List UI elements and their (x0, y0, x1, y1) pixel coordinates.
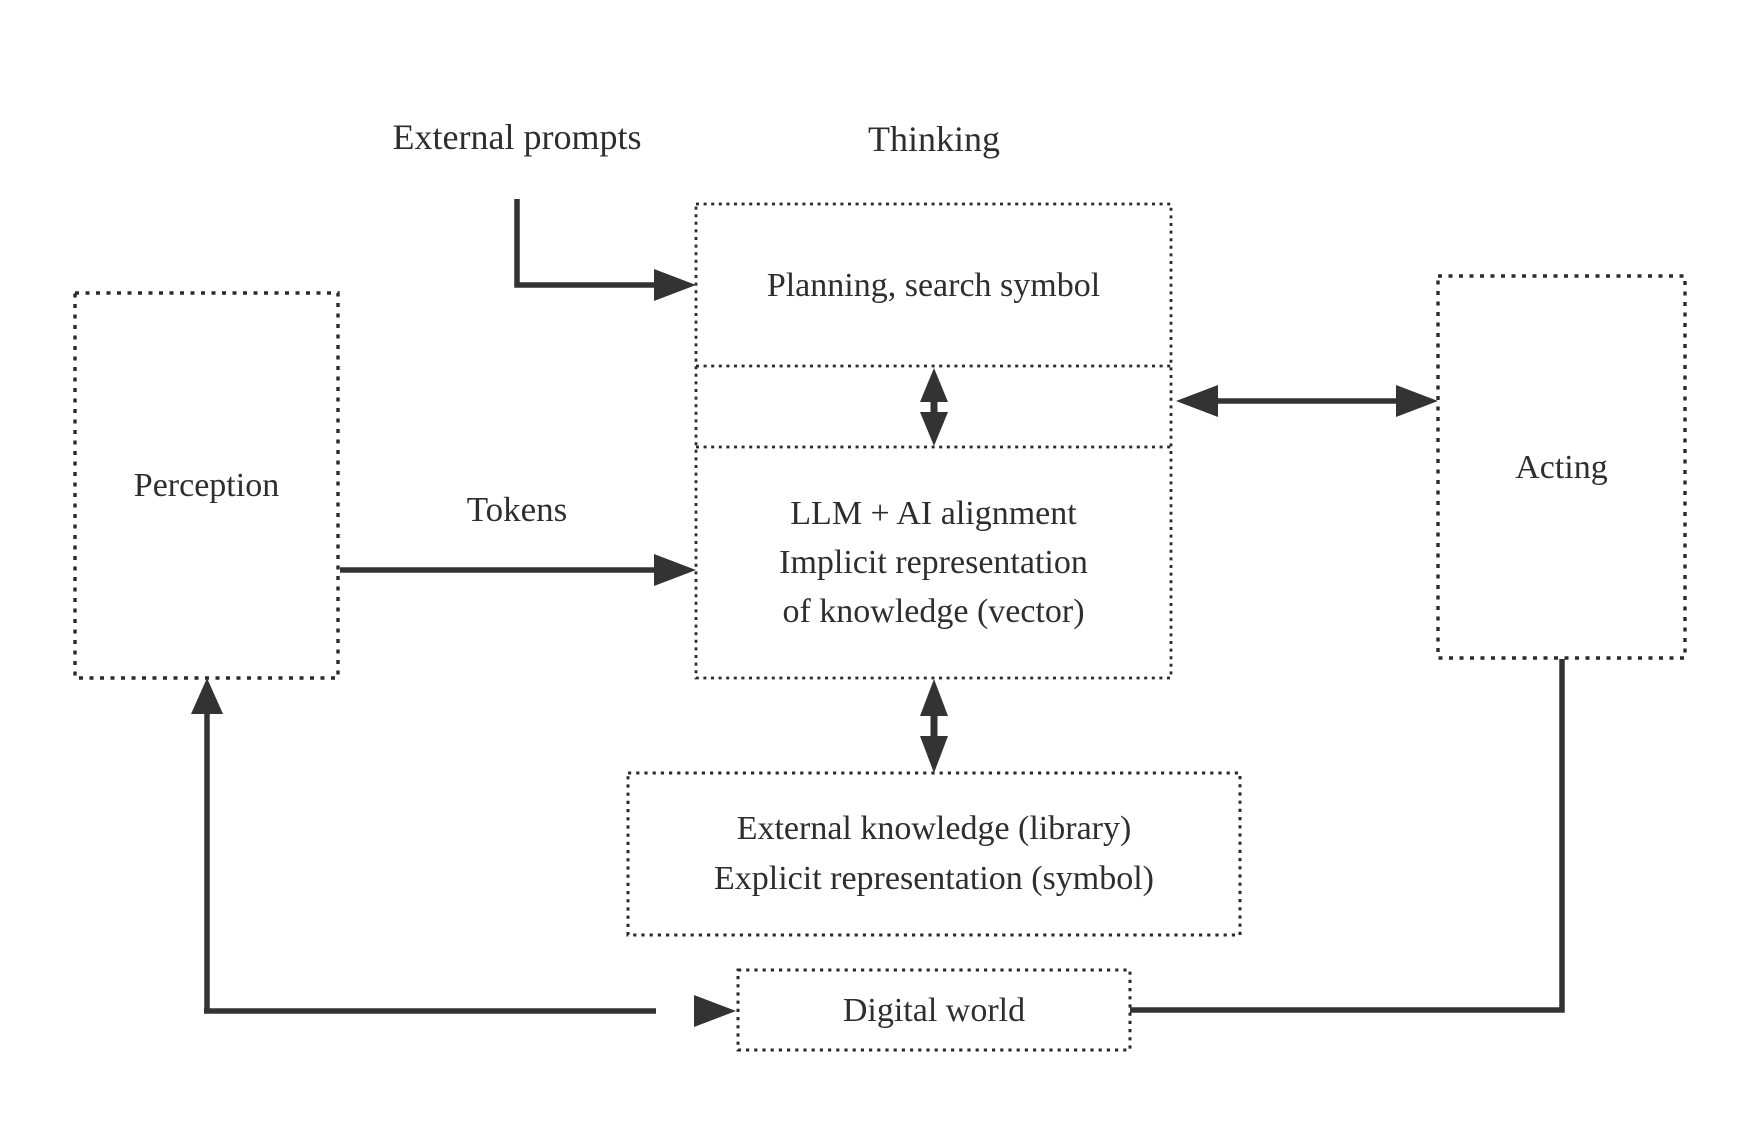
llm-label-line1: LLM + AI alignment (790, 495, 1077, 532)
arrowhead-right-icon (694, 995, 736, 1027)
digital-world-label: Digital world (842, 991, 1026, 1029)
llm-knowledge-double-arrow (920, 679, 948, 773)
perception-node: Perception (75, 293, 338, 678)
arrowhead-down-icon (920, 736, 948, 773)
planning-label: Planning, search symbol (766, 266, 1101, 304)
llm-node: LLM + AI alignment Implicit representati… (696, 447, 1171, 678)
arrowhead-up-icon (920, 368, 948, 402)
arrowhead-up-icon (920, 679, 948, 716)
digital-world-perception-arrow (191, 678, 736, 1027)
external-knowledge-label-line2: Explicit representation (symbol) (714, 860, 1154, 897)
llm-label-line3: of knowledge (vector) (782, 593, 1085, 630)
external-prompts-label: External prompts (392, 117, 642, 157)
tokens-label: Tokens (466, 490, 568, 529)
perception-box-border (73, 291, 340, 680)
acting-node: Acting (1438, 276, 1685, 658)
perception-label: Perception (133, 467, 280, 504)
arrowhead-right-icon (654, 554, 696, 586)
arrowhead-right-icon (1396, 385, 1438, 417)
arrowhead-down-icon (920, 412, 948, 446)
acting-digital-world-connector (1130, 659, 1565, 1013)
planning-llm-double-arrow (920, 368, 948, 446)
thinking-label: Thinking (868, 119, 1000, 159)
external-prompts-arrow (514, 199, 696, 301)
thinking-acting-double-arrow (1176, 385, 1438, 417)
digital-world-node: Digital world (738, 970, 1130, 1050)
acting-label: Acting (1515, 448, 1608, 486)
external-knowledge-label-line1: External knowledge (library) (736, 810, 1132, 847)
arrowhead-up-icon (191, 678, 223, 714)
tokens-arrow (340, 554, 696, 586)
arrowhead-left-icon (1176, 385, 1218, 417)
thinking-container-border (694, 202, 1173, 680)
planning-node: Planning, search symbol (696, 204, 1171, 366)
arrowhead-right-icon (654, 269, 696, 301)
llm-label-line2: Implicit representation (779, 544, 1088, 581)
external-knowledge-node: External knowledge (library) Explicit re… (628, 773, 1240, 935)
digital-world-box-border (736, 968, 1132, 1052)
